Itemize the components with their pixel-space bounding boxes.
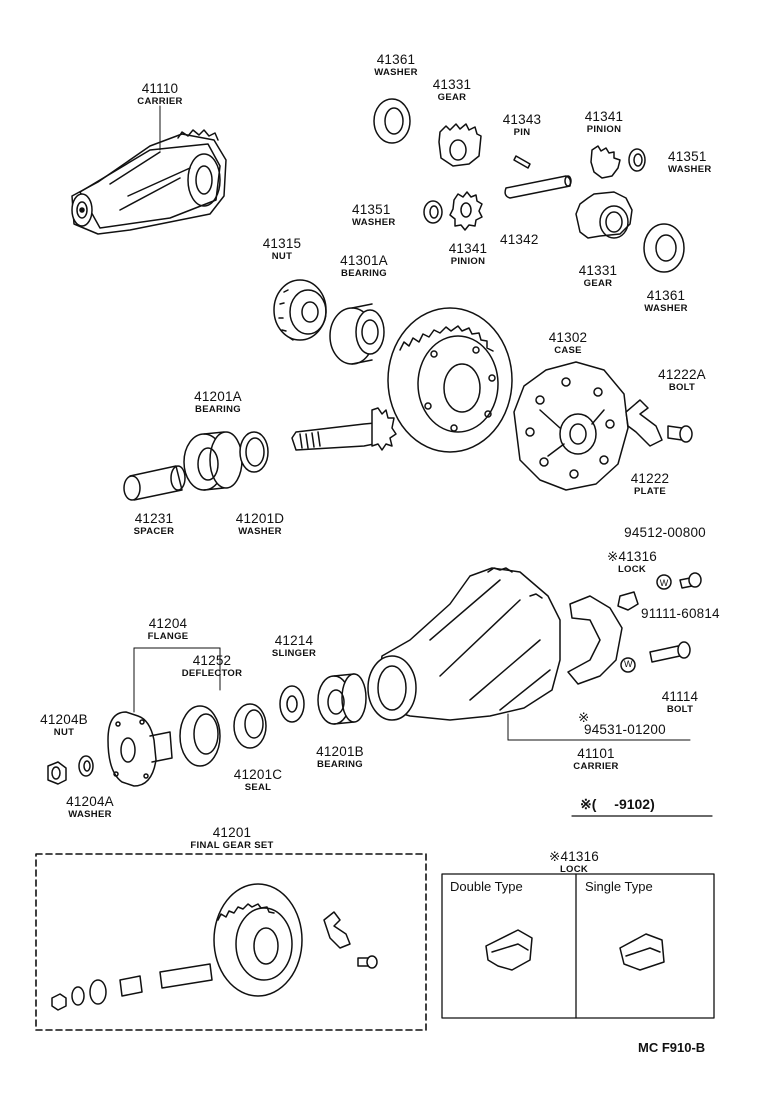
- differential-case-41302-drawing: [513, 361, 629, 491]
- bolt-41114-drawing: [649, 641, 691, 663]
- bearing-41201b-drawing: [317, 673, 367, 725]
- carrier-41110-drawing: [71, 105, 227, 235]
- spacer-41231-drawing: [123, 465, 186, 501]
- lock-type-table: [441, 873, 715, 1019]
- asterisk-mark: ※: [578, 710, 590, 725]
- lock-41316-small-drawing: [617, 591, 639, 611]
- washer-w-94531-drawing: [620, 657, 636, 673]
- single-type-lock-drawing: [619, 933, 665, 971]
- label-91111-60814: 91111-60814: [641, 606, 720, 621]
- bearing-41201a-drawing: [183, 431, 243, 491]
- applicability-note: ※( -9102): [580, 796, 655, 812]
- washer-w-94512-drawing: W: [656, 574, 672, 590]
- w-mark: W: [660, 578, 669, 588]
- label-94531-01200: 94531-01200: [584, 722, 666, 737]
- final-gear-set-box: [35, 853, 427, 1031]
- nut-41204b-drawing: [47, 761, 67, 785]
- w-mark-94531: W: [624, 659, 633, 669]
- table-header-single-type: Single Type: [585, 879, 653, 894]
- label-94512-00800: 94512-00800: [624, 525, 706, 540]
- deflector-41252-drawing: [179, 705, 221, 767]
- washer-41361-right-drawing: [643, 223, 685, 273]
- bearing-41301a-drawing: [329, 303, 385, 365]
- pinion-shaft-41342-drawing: [504, 175, 572, 199]
- ring-gear-drawing: [387, 307, 513, 453]
- side-gear-41331-top-drawing: [438, 123, 482, 167]
- nut-41315-drawing: [273, 279, 327, 341]
- final-gear-set-drawing: [51, 883, 378, 1011]
- pinion-41341-left-drawing: [449, 191, 483, 231]
- drive-pinion-shaft-drawing: [291, 407, 397, 451]
- washer-41204a-drawing: [78, 755, 94, 777]
- bolt-41222a-drawing: [667, 425, 693, 443]
- pinion-41341-right-drawing: [590, 145, 621, 179]
- table-header-double-type: Double Type: [450, 879, 523, 894]
- flange-41204-drawing: [107, 711, 173, 787]
- bearing-cap-drawing: [567, 595, 623, 685]
- washer-41361-top-drawing: [373, 98, 411, 144]
- side-gear-41331-right-drawing: [575, 191, 633, 239]
- carrier-41101-drawing: [367, 567, 561, 721]
- double-type-lock-drawing: [485, 929, 533, 971]
- washer-41351-right-drawing: [628, 148, 646, 172]
- seal-41201c-drawing: [233, 703, 267, 749]
- slinger-41214-drawing: [279, 685, 305, 723]
- label-41342: 41342: [500, 232, 539, 247]
- lock-plate-41222-drawing: [625, 399, 663, 447]
- bolt-91111-drawing: [679, 572, 702, 589]
- diagram-code: MC F910-B: [638, 1040, 706, 1055]
- pin-41343-drawing: [513, 155, 531, 169]
- washer-41201d-drawing: [239, 431, 269, 473]
- washer-41351-left-drawing: [423, 200, 443, 224]
